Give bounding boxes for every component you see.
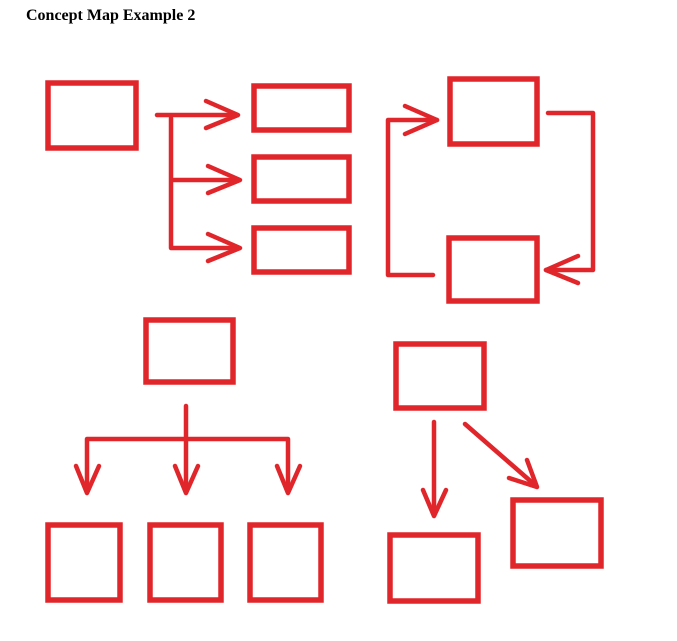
branch-target-box-1 [251, 83, 352, 133]
split-arrowhead-1 [420, 487, 449, 519]
cycle-bottom-box [446, 235, 540, 304]
tree-connector-line [84, 403, 291, 493]
branch-arrowhead-2 [205, 163, 243, 196]
cycle-top-box [447, 76, 540, 147]
diagram-branch-right [45, 80, 352, 275]
tree-root-box [143, 317, 236, 385]
cycle-return-arrowhead [543, 253, 581, 286]
branch-arrowhead-3 [205, 231, 243, 264]
cycle-forward-line [385, 117, 440, 278]
branch-source-box [45, 80, 139, 151]
branch-target-box-3 [251, 225, 352, 275]
tree-arrowhead-1 [73, 463, 102, 496]
tree-arrowhead-3 [274, 463, 303, 496]
split-source-box [393, 341, 487, 411]
split-target-box-2 [510, 497, 604, 569]
diagram-split-two [387, 341, 604, 604]
branch-connector-line [154, 112, 241, 251]
split-target-box-1 [387, 532, 481, 604]
tree-child-box-1 [45, 522, 123, 603]
split-arrowhead-2 [506, 457, 540, 490]
split-connector-line-2 [462, 421, 538, 488]
tree-child-box-3 [247, 522, 324, 603]
cycle-return-line [543, 110, 596, 273]
tree-arrowhead-2 [172, 463, 201, 496]
branch-target-box-2 [251, 154, 352, 204]
diagram-hierarchy-tree [45, 317, 324, 603]
diagram-cycle-loop [385, 76, 596, 304]
page-title: Concept Map Example 2 [26, 7, 196, 24]
cycle-forward-arrowhead [402, 103, 440, 137]
tree-child-box-2 [147, 522, 224, 603]
branch-arrowhead-1 [203, 98, 241, 131]
